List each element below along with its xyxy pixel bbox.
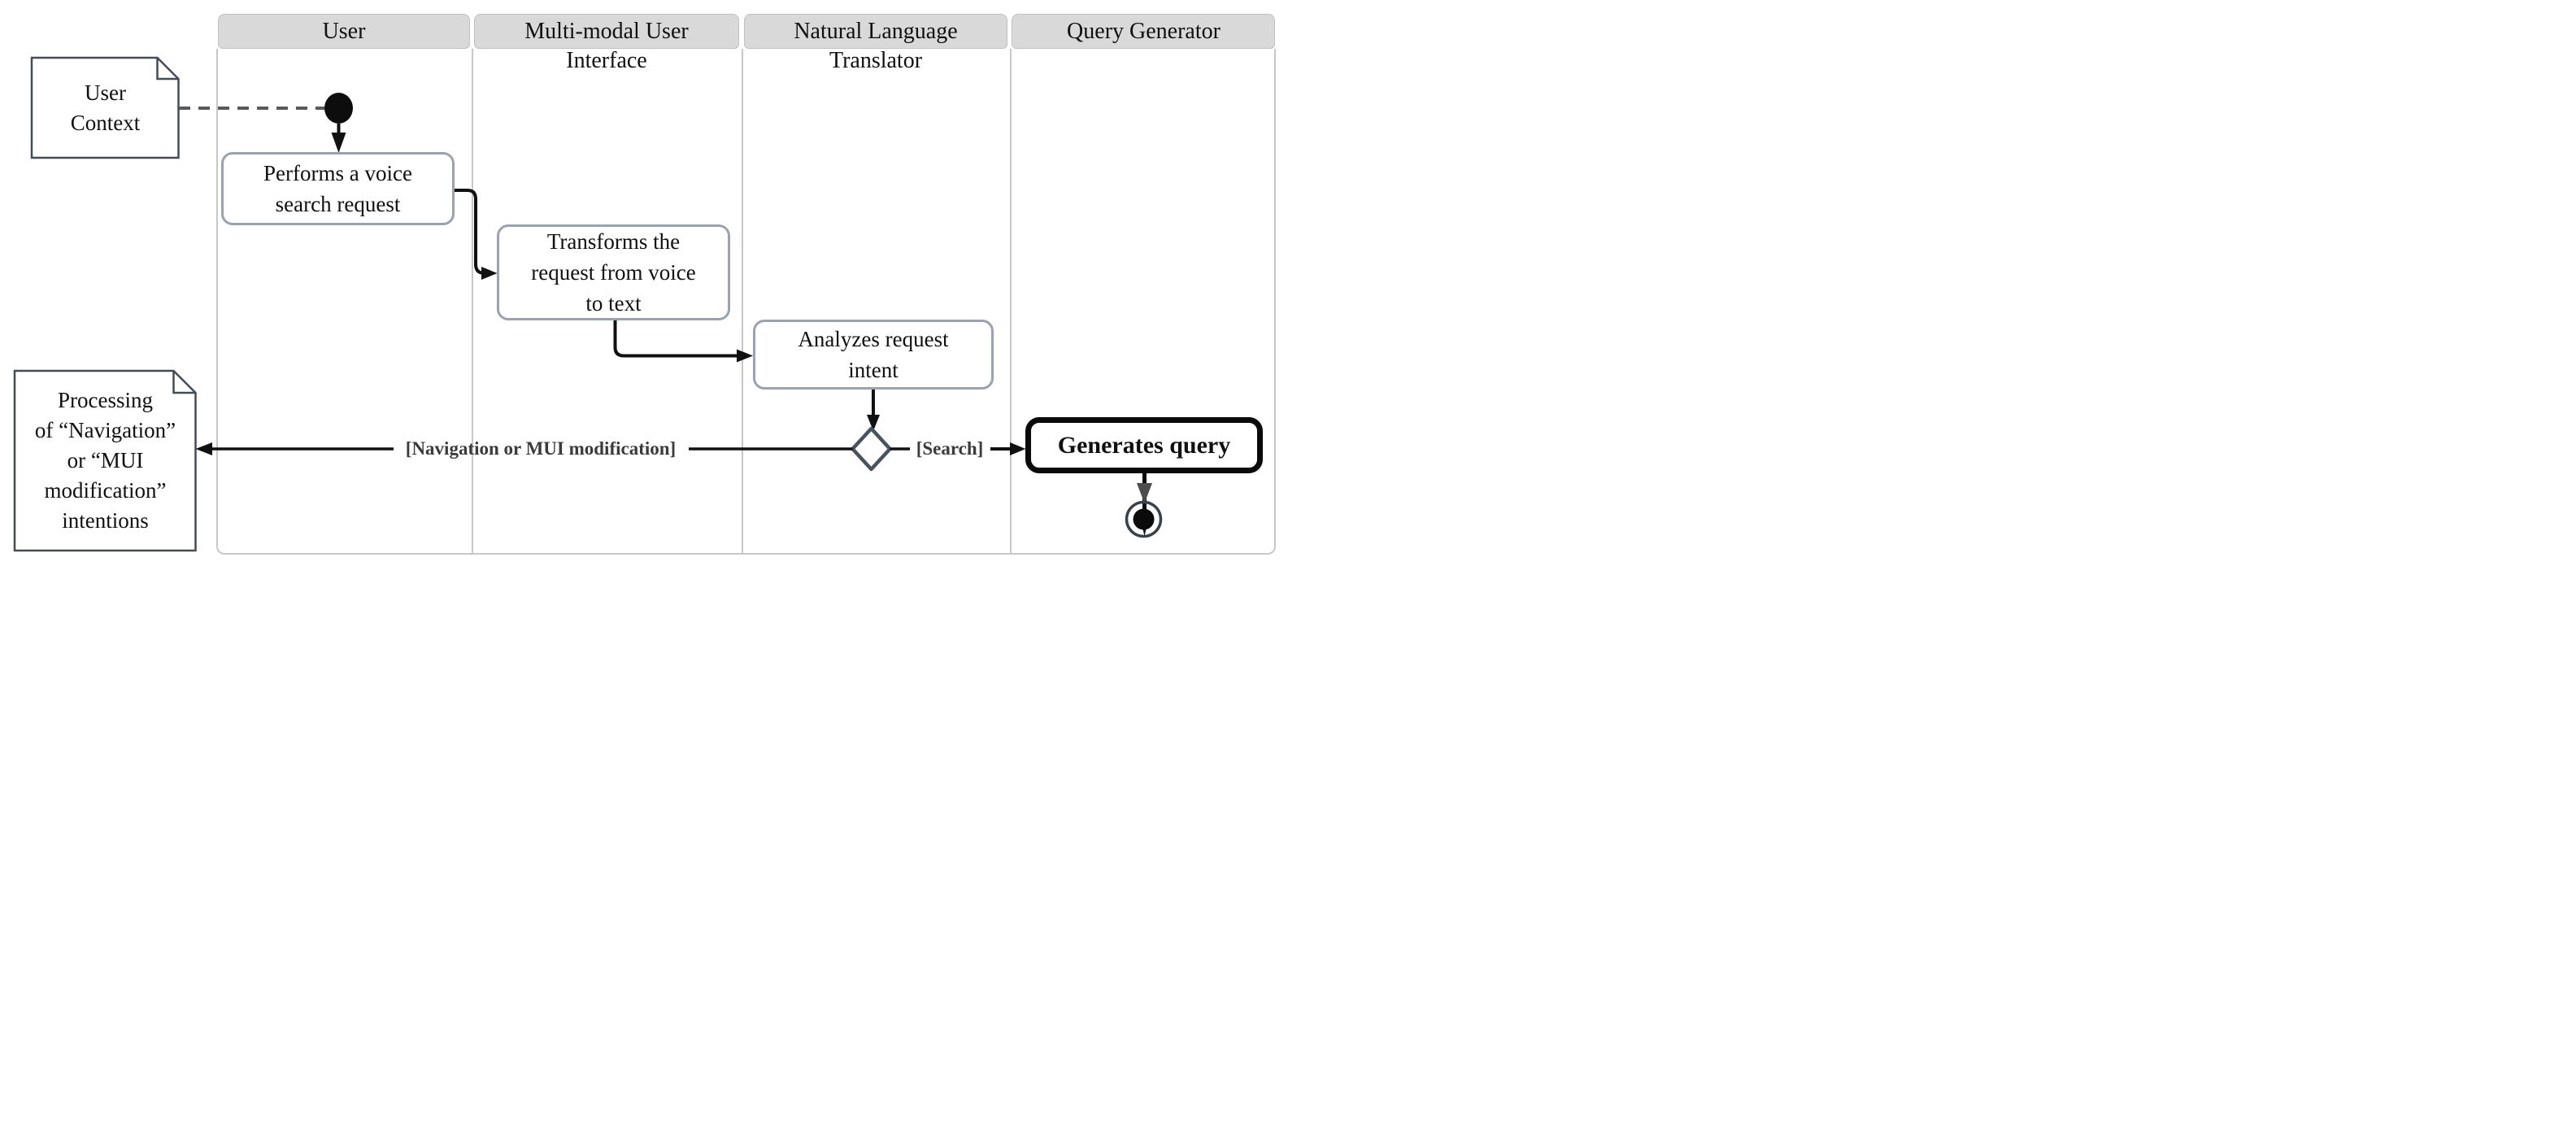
lane-divider [1010, 49, 1012, 553]
activity-performs-voice-search: Performs a voice search request [221, 152, 455, 225]
lane-header-qg [1012, 14, 1275, 49]
activity-line: intent [848, 358, 899, 382]
flow-decision-to-generates [890, 442, 1026, 455]
activity-line: Generates query [1057, 431, 1231, 459]
activity-line: search request [275, 192, 401, 216]
lane-header-user [218, 14, 470, 49]
connector-layer [13, 56, 1163, 552]
lane-title-text: User [322, 19, 366, 44]
note-user-context: User Context [32, 58, 179, 158]
lane-title-qg: Query Generator [1010, 14, 1277, 47]
lane-title-user: User [216, 14, 472, 47]
flow-decision-to-note [195, 442, 853, 455]
guard-search: [Search] [916, 438, 984, 459]
initial-node [324, 93, 353, 124]
note-processing: Processing of “Navigation” or “MUI modif… [15, 372, 196, 548]
lane-title-text: Query Generator [1067, 19, 1221, 44]
lane-header-nlt [744, 14, 1007, 49]
activity-line: Performs a voice [263, 161, 412, 185]
note-line: modification” [44, 477, 167, 503]
activity-line: Analyzes request [798, 327, 949, 351]
flow-generates-to-final [1125, 472, 1163, 538]
lane-title-text-line2: Translator [829, 48, 923, 73]
note-line: Processing [58, 387, 153, 412]
activity-line: to text [585, 291, 642, 316]
note-line: intentions [62, 507, 149, 533]
lane-divider [742, 49, 743, 553]
activity-line: request from voice [531, 260, 696, 285]
activity-line: Transforms the [546, 229, 681, 254]
note-line: of “Navigation” [34, 417, 176, 442]
activity-analyzes-intent: Analyzes request intent [753, 320, 994, 390]
final-node-ring [1125, 500, 1163, 538]
lane-title-text: Multi-modal User [524, 19, 689, 44]
note-line: Context [70, 110, 141, 135]
flow-performs-to-transforms [454, 189, 498, 280]
activity-transforms-voice-to-text: Transforms the request from voice to tex… [497, 224, 730, 320]
lane-title-text: Natural Language [794, 19, 958, 44]
decision-diamond [851, 426, 892, 472]
flow-initial-to-performs [331, 124, 346, 153]
flow-transforms-to-analyzes [613, 320, 753, 363]
note-processing-shape [13, 369, 197, 552]
final-node-dot [1133, 508, 1155, 530]
activity-generates-query: Generates query [1025, 417, 1263, 473]
lane-title-text-line2: Interface [566, 48, 647, 73]
note-user-context-shape [30, 56, 180, 159]
flow-analyzes-to-decision [867, 390, 880, 431]
lane-divider [472, 49, 473, 553]
guard-navigation-or-mui: [Navigation or MUI modification] [405, 438, 677, 459]
note-line: or “MUI [67, 447, 144, 472]
lane-header-mui [474, 14, 739, 49]
note-line: User [85, 80, 126, 105]
